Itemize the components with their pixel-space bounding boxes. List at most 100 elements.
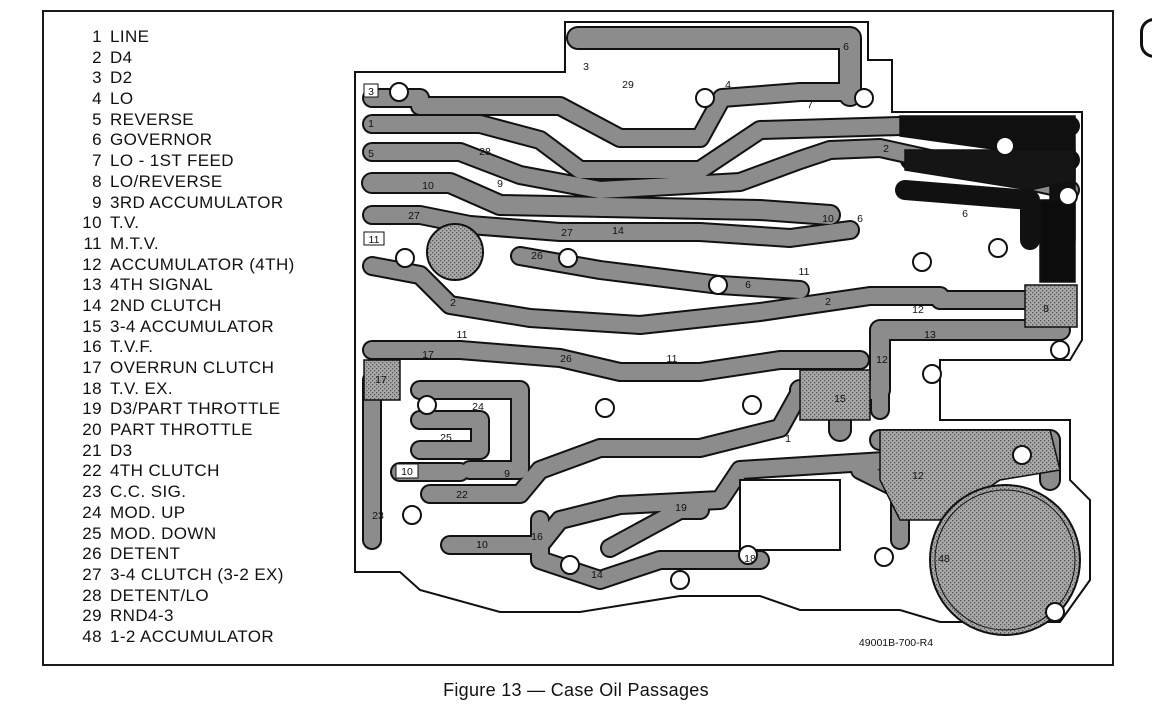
legend-number: 20 — [82, 420, 102, 440]
bolt-hole — [1045, 602, 1065, 622]
bolt-hole — [560, 555, 580, 575]
bolt-hole — [395, 248, 415, 268]
legend-label: LO — [110, 89, 134, 109]
legend-number: 16 — [82, 337, 102, 357]
bolt-hole — [389, 82, 409, 102]
passage-label: 14 — [612, 225, 624, 237]
passage-label: 12 — [876, 354, 888, 366]
legend-number: 23 — [82, 482, 102, 502]
bolt-hole — [417, 395, 437, 415]
legend-label: DETENT — [110, 544, 181, 564]
legend-label: C.C. SIG. — [110, 482, 187, 502]
passage-label: 4 — [725, 79, 731, 91]
passage-label: 26 — [560, 353, 572, 365]
legend-label: 1-2 ACCUMULATOR — [110, 626, 275, 646]
passage-label: 5 — [368, 148, 374, 160]
bolt-hole — [402, 505, 422, 525]
legend-number: 14 — [82, 295, 102, 315]
passage-label: 29 — [622, 79, 634, 91]
passage-label: 12 — [912, 470, 924, 482]
passage-label: 9 — [504, 468, 510, 480]
passage-label: 13 — [924, 329, 936, 341]
passage-label: 3 — [368, 86, 374, 98]
passage-label: 6 — [745, 279, 751, 291]
passage-label: 17 — [375, 374, 387, 386]
passage-label: 11 — [369, 234, 380, 246]
legend-item: 10 T.V. — [78, 213, 295, 234]
passage-label: 14 — [591, 569, 603, 581]
legend-number: 22 — [82, 461, 102, 481]
legend-number: 29 — [82, 606, 102, 626]
legend-label: 3RD ACCUMULATOR — [110, 192, 284, 212]
bolt-hole — [995, 136, 1015, 156]
passage-label-box — [363, 83, 379, 98]
legend-label: T.V. — [110, 213, 140, 233]
legend-number: 26 — [82, 544, 102, 564]
bolt-hole — [1058, 186, 1078, 206]
passage-label: 7 — [807, 99, 813, 111]
legend-number: 3 — [92, 68, 102, 88]
passage-label: 48 — [938, 553, 950, 565]
legend-number: 7 — [92, 151, 102, 171]
bolt-hole — [595, 398, 615, 418]
passage-label: 2 — [450, 297, 456, 309]
accumulator-48-bore — [929, 484, 1081, 636]
passage-label: 6 — [962, 208, 968, 220]
passage-label: 10 — [476, 539, 488, 551]
figure-caption: Figure 13 — Case Oil Passages — [443, 680, 709, 700]
bolt-hole — [708, 275, 728, 295]
passage-label: 6 — [843, 41, 849, 53]
legend-label: PART THROTTLE — [110, 420, 253, 440]
passage-label: 8 — [975, 121, 981, 133]
legend-label: MOD. DOWN — [110, 523, 217, 543]
legend-number: 6 — [92, 130, 102, 150]
legend-number: 21 — [82, 440, 102, 460]
legend-label: RND4-3 — [110, 606, 174, 626]
legend-number: 4 — [92, 89, 102, 109]
bolt-hole — [1050, 340, 1070, 360]
legend-item: 4 LO — [78, 89, 295, 110]
legend-label: 3-4 ACCUMULATOR — [110, 316, 275, 336]
legend-number: 17 — [82, 358, 102, 377]
accumulator-48-bore-inner — [934, 489, 1076, 631]
legend-label: T.V. EX. — [110, 378, 174, 398]
legend-label: LO/REVERSE — [110, 171, 223, 191]
legend-number: 10 — [82, 213, 102, 233]
legend-label: LINE — [110, 27, 150, 46]
legend-item: 29 RND4-3 — [78, 606, 295, 627]
passage-label: 27 — [561, 227, 573, 239]
large-bore — [426, 223, 484, 281]
passage-label-box — [363, 231, 385, 246]
passage-label: 10 — [422, 180, 434, 192]
passage-label: 18 — [744, 553, 756, 565]
bolt-hole — [670, 570, 690, 590]
legend-label: D3/PART THROTTLE — [110, 399, 281, 419]
bolt-hole — [874, 547, 894, 567]
page-edge-mark — [1140, 18, 1152, 58]
legend-number: 15 — [82, 316, 102, 336]
passage-label: 24 — [472, 401, 484, 413]
passage-label: 1 — [785, 433, 791, 445]
passage-label: 16 — [531, 531, 543, 543]
bolt-hole — [738, 545, 758, 565]
legend-label: ACCUMULATOR (4TH) — [110, 254, 295, 274]
passage-label: 1 — [368, 118, 374, 130]
legend-number: 12 — [82, 254, 102, 274]
passage-17-region — [363, 359, 401, 401]
legend-item: 15 3-4 ACCUMULATOR — [78, 317, 295, 338]
legend-item: 23 C.C. SIG. — [78, 482, 295, 503]
bolt-hole — [742, 395, 762, 415]
